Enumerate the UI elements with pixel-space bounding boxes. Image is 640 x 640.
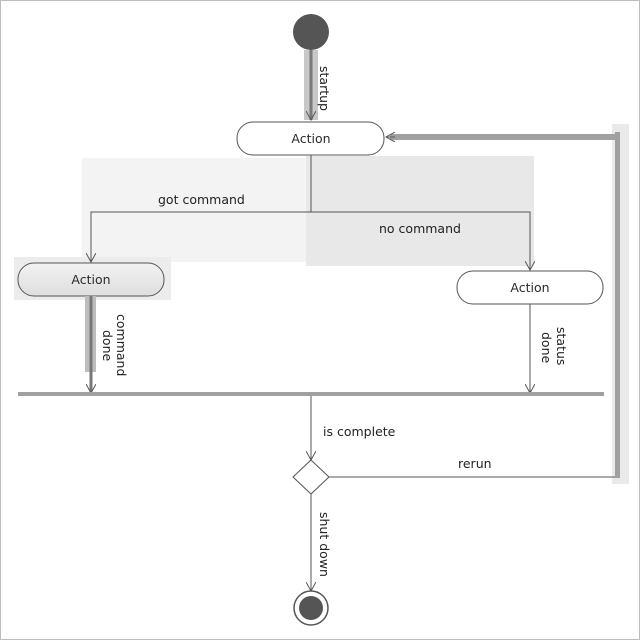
got-command-label: got command xyxy=(158,192,245,207)
main-action-label: Action xyxy=(291,131,330,146)
right-action-label: Action xyxy=(510,280,549,295)
command-done-label-line2: done xyxy=(100,330,115,362)
status-done-label-line2: done xyxy=(539,332,554,364)
shading-rerun-loop xyxy=(612,124,629,484)
got-command-edge xyxy=(91,155,312,262)
startup-edge-label: startup xyxy=(317,66,332,111)
is-complete-label: is complete xyxy=(323,424,396,439)
no-command-edge xyxy=(311,211,530,270)
shading-decision-area xyxy=(82,158,310,262)
rerun-edge-top xyxy=(390,134,620,140)
left-action-label: Action xyxy=(71,272,110,287)
join-bar xyxy=(18,392,604,396)
final-node-center xyxy=(299,596,323,620)
no-command-label: no command xyxy=(379,221,461,236)
decision-node xyxy=(292,459,330,495)
command-done-label-line1: command xyxy=(114,314,129,376)
shading-no-command-area xyxy=(306,156,534,266)
rerun-edge-right xyxy=(615,132,620,478)
status-done-label-line1: status xyxy=(554,327,569,365)
initial-node xyxy=(293,14,329,50)
shut-down-label: shut down xyxy=(317,512,332,577)
rerun-label: rerun xyxy=(458,456,492,471)
